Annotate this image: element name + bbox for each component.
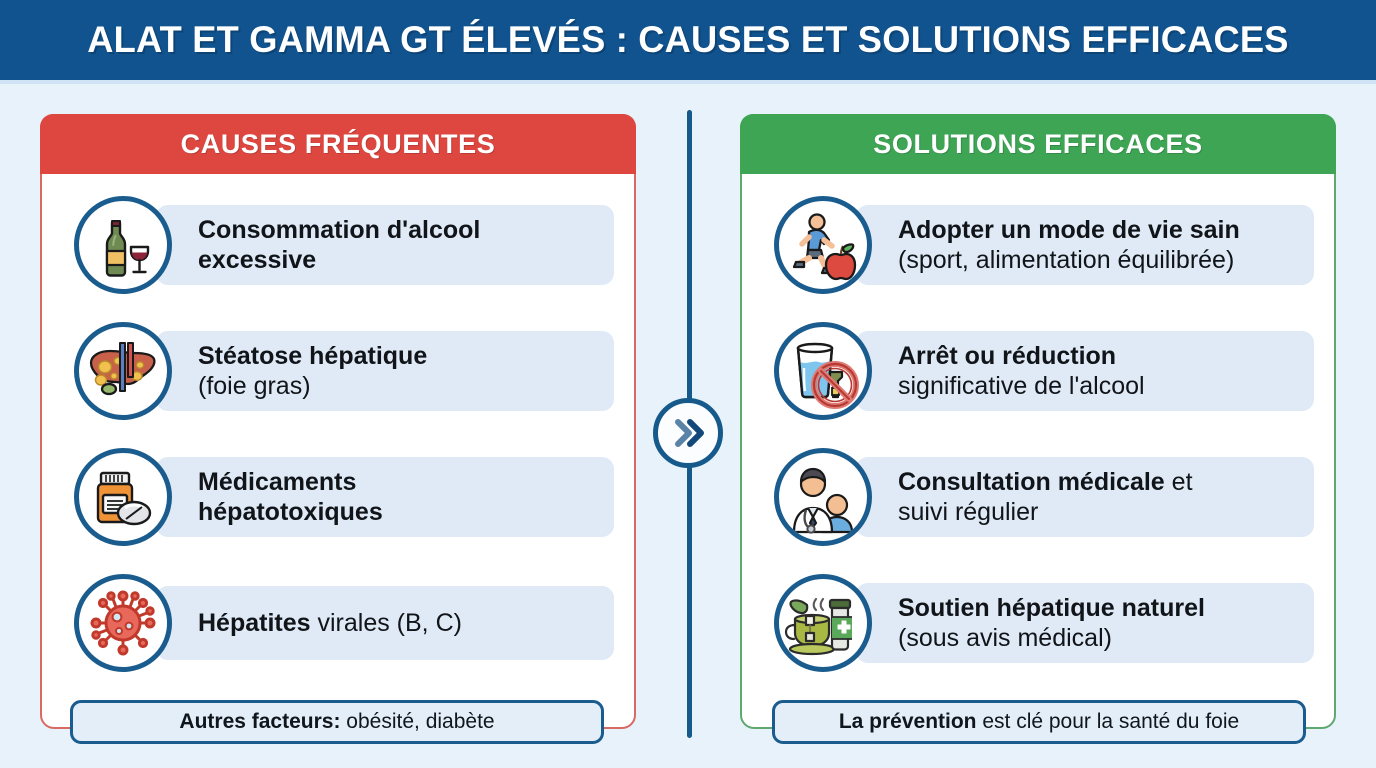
list-item-line1: Arrêt ou réduction bbox=[898, 341, 1117, 370]
list-item-line1: Adopter un mode de vie sain bbox=[898, 215, 1240, 244]
list-item-line2: (sous avis médical) bbox=[898, 623, 1112, 652]
list-item[interactable]: Stéatose hépatique (foie gras) bbox=[74, 319, 614, 422]
list-item-text: Médicaments hépatotoxiques bbox=[156, 456, 614, 537]
list-item-line2: excessive bbox=[198, 245, 317, 274]
solutions-rows: Adopter un mode de vie sain (sport, alim… bbox=[742, 176, 1334, 726]
list-item-line1: Soutien hépatique naturel bbox=[898, 593, 1205, 622]
solutions-panel-header: SOLUTIONS EFFICACES bbox=[740, 114, 1336, 174]
list-item[interactable]: Médicaments hépatotoxiques bbox=[74, 445, 614, 548]
list-item[interactable]: Adopter un mode de vie sain (sport, alim… bbox=[774, 193, 1314, 296]
list-item[interactable]: Consultation médicale et suivi régulier bbox=[774, 445, 1314, 548]
list-item-line2: (foie gras) bbox=[198, 371, 311, 400]
wine-bottle-glass-icon bbox=[74, 195, 172, 294]
list-item-text: Hépatites virales (B, C) bbox=[156, 585, 614, 660]
solutions-footer-note: La prévention est clé pour la santé du f… bbox=[772, 700, 1306, 744]
list-item-line2: (sport, alimentation équilibrée) bbox=[898, 245, 1235, 274]
list-item-line2: significative de l'alcool bbox=[898, 371, 1145, 400]
solutions-panel-title: SOLUTIONS EFFICACES bbox=[873, 128, 1203, 159]
causes-panel-header: CAUSES FRÉQUENTES bbox=[40, 114, 636, 174]
solutions-panel: SOLUTIONS EFFICACES bbox=[740, 114, 1336, 729]
doctor-patient-icon bbox=[774, 447, 872, 546]
water-glass-no-alcohol-icon bbox=[774, 321, 872, 420]
list-item-line1: Consultation médicale et bbox=[898, 467, 1193, 496]
list-item-line1: Hépatites virales (B, C) bbox=[198, 608, 462, 637]
runner-apple-icon bbox=[774, 195, 872, 294]
list-item-line1: Consommation d'alcool bbox=[198, 215, 481, 244]
liver-fatty-icon bbox=[74, 321, 172, 420]
causes-footer-text: Autres facteurs: obésité, diabète bbox=[179, 710, 495, 733]
causes-rows: Consommation d'alcool excessive bbox=[42, 176, 634, 726]
page-header: ALAT ET GAMMA GT ÉLEVÉS : CAUSES ET SOLU… bbox=[0, 0, 1376, 80]
header-underline bbox=[0, 80, 1376, 84]
list-item-text: Arrêt ou réduction significative de l'al… bbox=[856, 330, 1314, 411]
list-item-text: Stéatose hépatique (foie gras) bbox=[156, 330, 614, 411]
list-item[interactable]: Consommation d'alcool excessive bbox=[74, 193, 614, 296]
medicine-bottle-pill-icon bbox=[74, 447, 172, 546]
list-item-line1: Médicaments bbox=[198, 467, 357, 496]
causes-panel-title: CAUSES FRÉQUENTES bbox=[180, 128, 496, 159]
list-item[interactable]: Hépatites virales (B, C) bbox=[74, 571, 614, 674]
list-item[interactable]: Soutien hépatique naturel (sous avis méd… bbox=[774, 571, 1314, 674]
virus-icon bbox=[74, 573, 172, 672]
list-item-text: Consommation d'alcool excessive bbox=[156, 204, 614, 285]
double-chevron-right-icon bbox=[653, 398, 723, 468]
list-item-text: Consultation médicale et suivi régulier bbox=[856, 456, 1314, 537]
list-item-line1: Stéatose hépatique bbox=[198, 341, 428, 370]
list-item[interactable]: Arrêt ou réduction significative de l'al… bbox=[774, 319, 1314, 422]
list-item-line2: hépatotoxiques bbox=[198, 497, 383, 526]
causes-panel: CAUSES FRÉQUENTES bbox=[40, 114, 636, 729]
list-item-text: Soutien hépatique naturel (sous avis méd… bbox=[856, 582, 1314, 663]
herbal-tea-supplement-icon bbox=[774, 573, 872, 672]
solutions-footer-text: La prévention est clé pour la santé du f… bbox=[838, 710, 1240, 733]
causes-footer-note: Autres facteurs: obésité, diabète bbox=[70, 700, 604, 744]
page-title: ALAT ET GAMMA GT ÉLEVÉS : CAUSES ET SOLU… bbox=[87, 19, 1289, 60]
list-item-text: Adopter un mode de vie sain (sport, alim… bbox=[856, 204, 1314, 285]
list-item-line2: suivi régulier bbox=[898, 497, 1039, 526]
